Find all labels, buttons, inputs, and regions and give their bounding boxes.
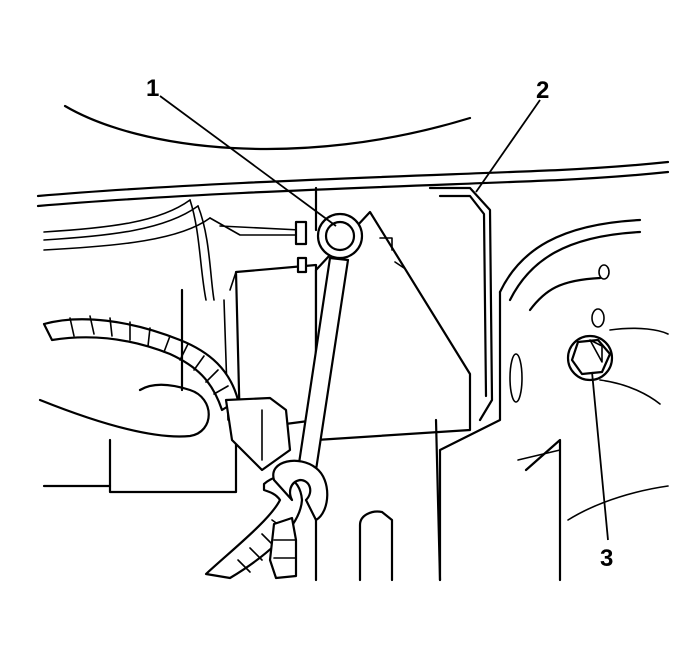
callout-2: 2: [536, 77, 549, 104]
wiring-harness-upper: [42, 315, 240, 412]
mounting-nut: [566, 334, 614, 382]
upper-fasteners: [294, 220, 308, 274]
lower-nut: [268, 516, 298, 580]
lower-center-structure: [314, 418, 442, 582]
electrical-connector: [224, 396, 292, 472]
tube-lines: [43, 199, 301, 301]
lower-left-structure: [38, 288, 238, 494]
frame-rail-right: [438, 218, 669, 582]
body-bracket: [314, 186, 494, 422]
leader-lines: [159, 95, 609, 541]
combination-wrench: [272, 212, 364, 522]
callout-1: 1: [146, 75, 159, 102]
upper-panel: [36, 104, 670, 208]
module-housing: [223, 263, 318, 432]
callout-3: 3: [600, 545, 613, 572]
